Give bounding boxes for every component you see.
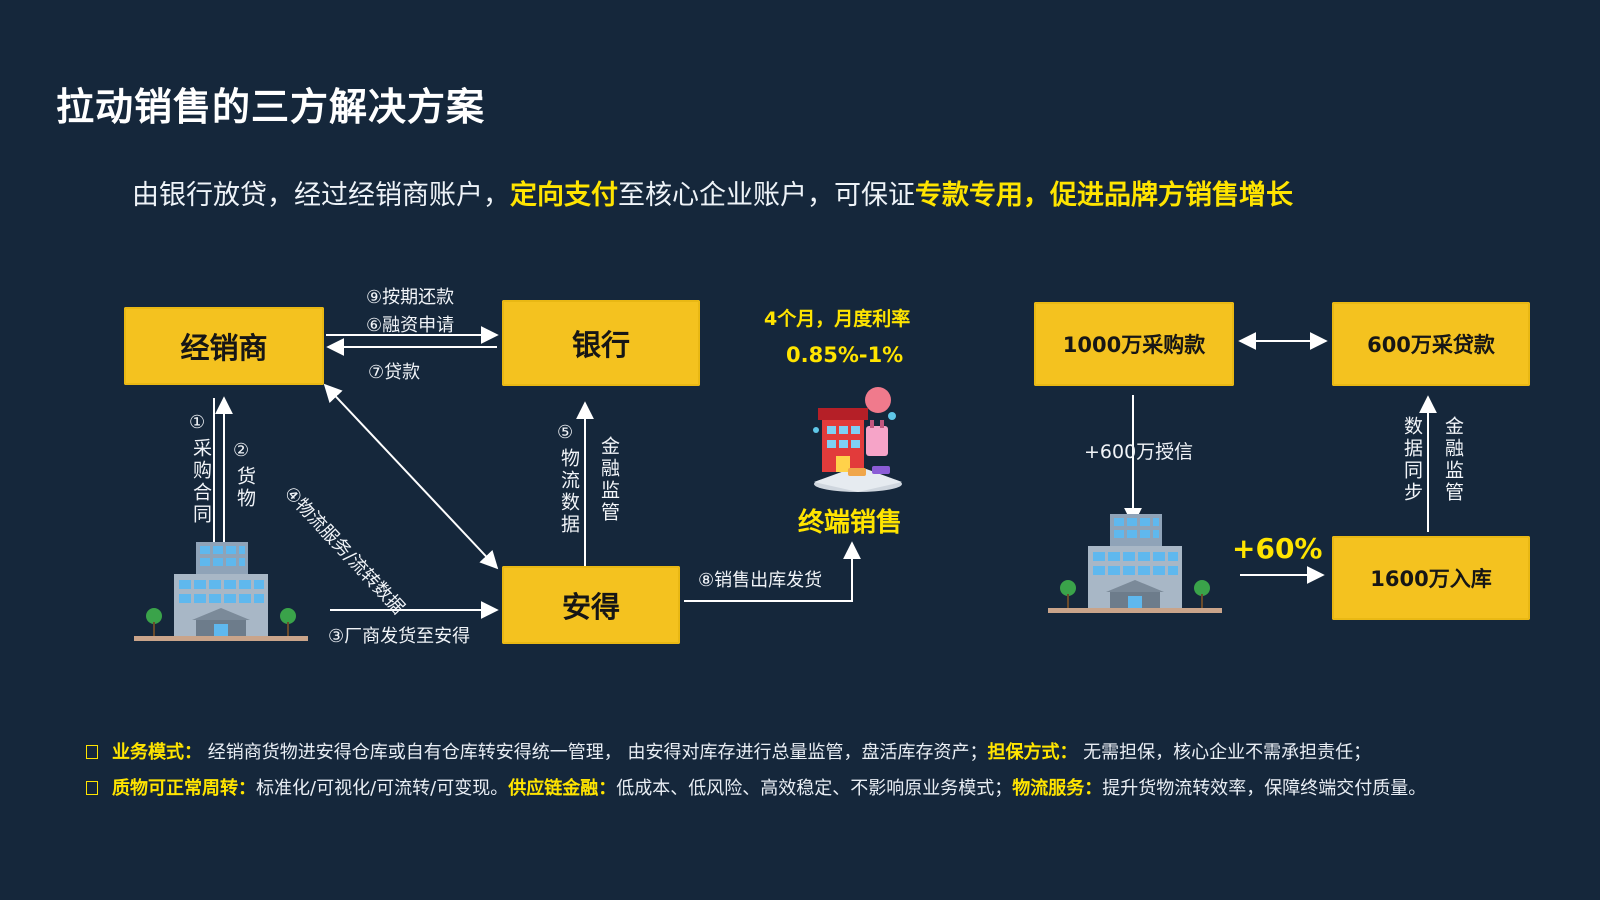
warehouse-building-icon [1048, 514, 1222, 613]
text-supply-chain: 低成本、低风险、高效稳定、不影响原业务模式； [616, 778, 1013, 799]
node-stock-1600: 1600万入库 [1332, 536, 1530, 620]
node-ande: 安得 [502, 566, 680, 644]
label-goods-number: ② [233, 440, 250, 461]
text-pledge: 标准化/可视化/可流转/可变现。 [256, 778, 509, 799]
factory-building-icon [134, 542, 308, 641]
label-logistics-number: ⑤ [557, 422, 574, 443]
text-guarantee: 无需担保，核心企业不需承担责任； [1077, 742, 1372, 763]
node-purchase-1000: 1000万采购款 [1034, 302, 1234, 386]
label-contract: 采购合同 [190, 438, 212, 526]
node-dealer: 经销商 [124, 307, 324, 385]
label-credit: +600万授信 [1084, 441, 1194, 463]
label-goods: 货物 [234, 466, 256, 510]
text-business-model: 经销商货物进安得仓库或自有仓库转安得统一管理， 由安得对库存进行总量监管，盘活库… [202, 742, 988, 763]
bullet-icon [86, 781, 98, 795]
label-data-sync: 数据同步 [1401, 416, 1423, 504]
key-business-model: 业务模式： [112, 742, 202, 763]
subtitle-highlight-2: 专款专用，促进品牌方销售增长 [915, 180, 1293, 211]
subtitle-part-1: 由银行放贷，经过经销商账户， [132, 180, 510, 211]
subtitle-part-2: 至核心企业账户，可保证 [618, 180, 915, 211]
node-bank: 银行 [502, 300, 700, 386]
bottom-line-1: 业务模式： 经销商货物进安得仓库或自有仓库转安得统一管理， 由安得对库存进行总量… [86, 738, 1371, 764]
text-logistics: 提升货物流转效率，保障终端交付质量。 [1102, 778, 1427, 799]
label-finance-supervise-2: 金融监管 [1442, 416, 1464, 504]
label-plus-60: +60% [1232, 532, 1323, 565]
subtitle-highlight-1: 定向支付 [510, 180, 618, 211]
label-logistics-data: 物流数据 [558, 448, 580, 536]
label-contract-number: ① [189, 412, 206, 433]
arrow-diagonal-logistics [323, 383, 499, 570]
page-title: 拉动销售的三方解决方案 [56, 85, 486, 129]
label-repay: ⑨按期还款 [366, 287, 455, 308]
key-pledge: 质物可正常周转： [112, 778, 256, 799]
key-logistics: 物流服务： [1012, 778, 1103, 799]
label-ship: ③厂商发货至安得 [328, 626, 471, 647]
key-guarantee: 担保方式： [987, 742, 1078, 763]
arrow-ande-to-terminal [684, 541, 861, 602]
bullet-icon [86, 745, 98, 759]
node-loan-600: 600万采贷款 [1332, 302, 1530, 386]
label-finance-supervise: 金融监管 [598, 436, 620, 524]
shop-icon [813, 387, 902, 492]
rate-value: 0.85%-1% [786, 343, 904, 367]
bottom-line-2: 质物可正常周转：标准化/可视化/可流转/可变现。供应链金融：低成本、低风险、高效… [86, 774, 1426, 800]
label-sales-out: ⑧销售出库发货 [698, 570, 823, 591]
label-loan: ⑦贷款 [368, 362, 421, 383]
label-apply: ⑥融资申请 [366, 315, 455, 336]
key-supply-chain: 供应链金融： [508, 778, 617, 799]
terminal-sales-label: 终端销售 [798, 508, 903, 538]
subtitle: 由银行放贷，经过经销商账户，定向支付至核心企业账户，可保证专款专用，促进品牌方销… [132, 173, 1293, 212]
rate-period: 4个月，月度利率 [764, 308, 911, 330]
